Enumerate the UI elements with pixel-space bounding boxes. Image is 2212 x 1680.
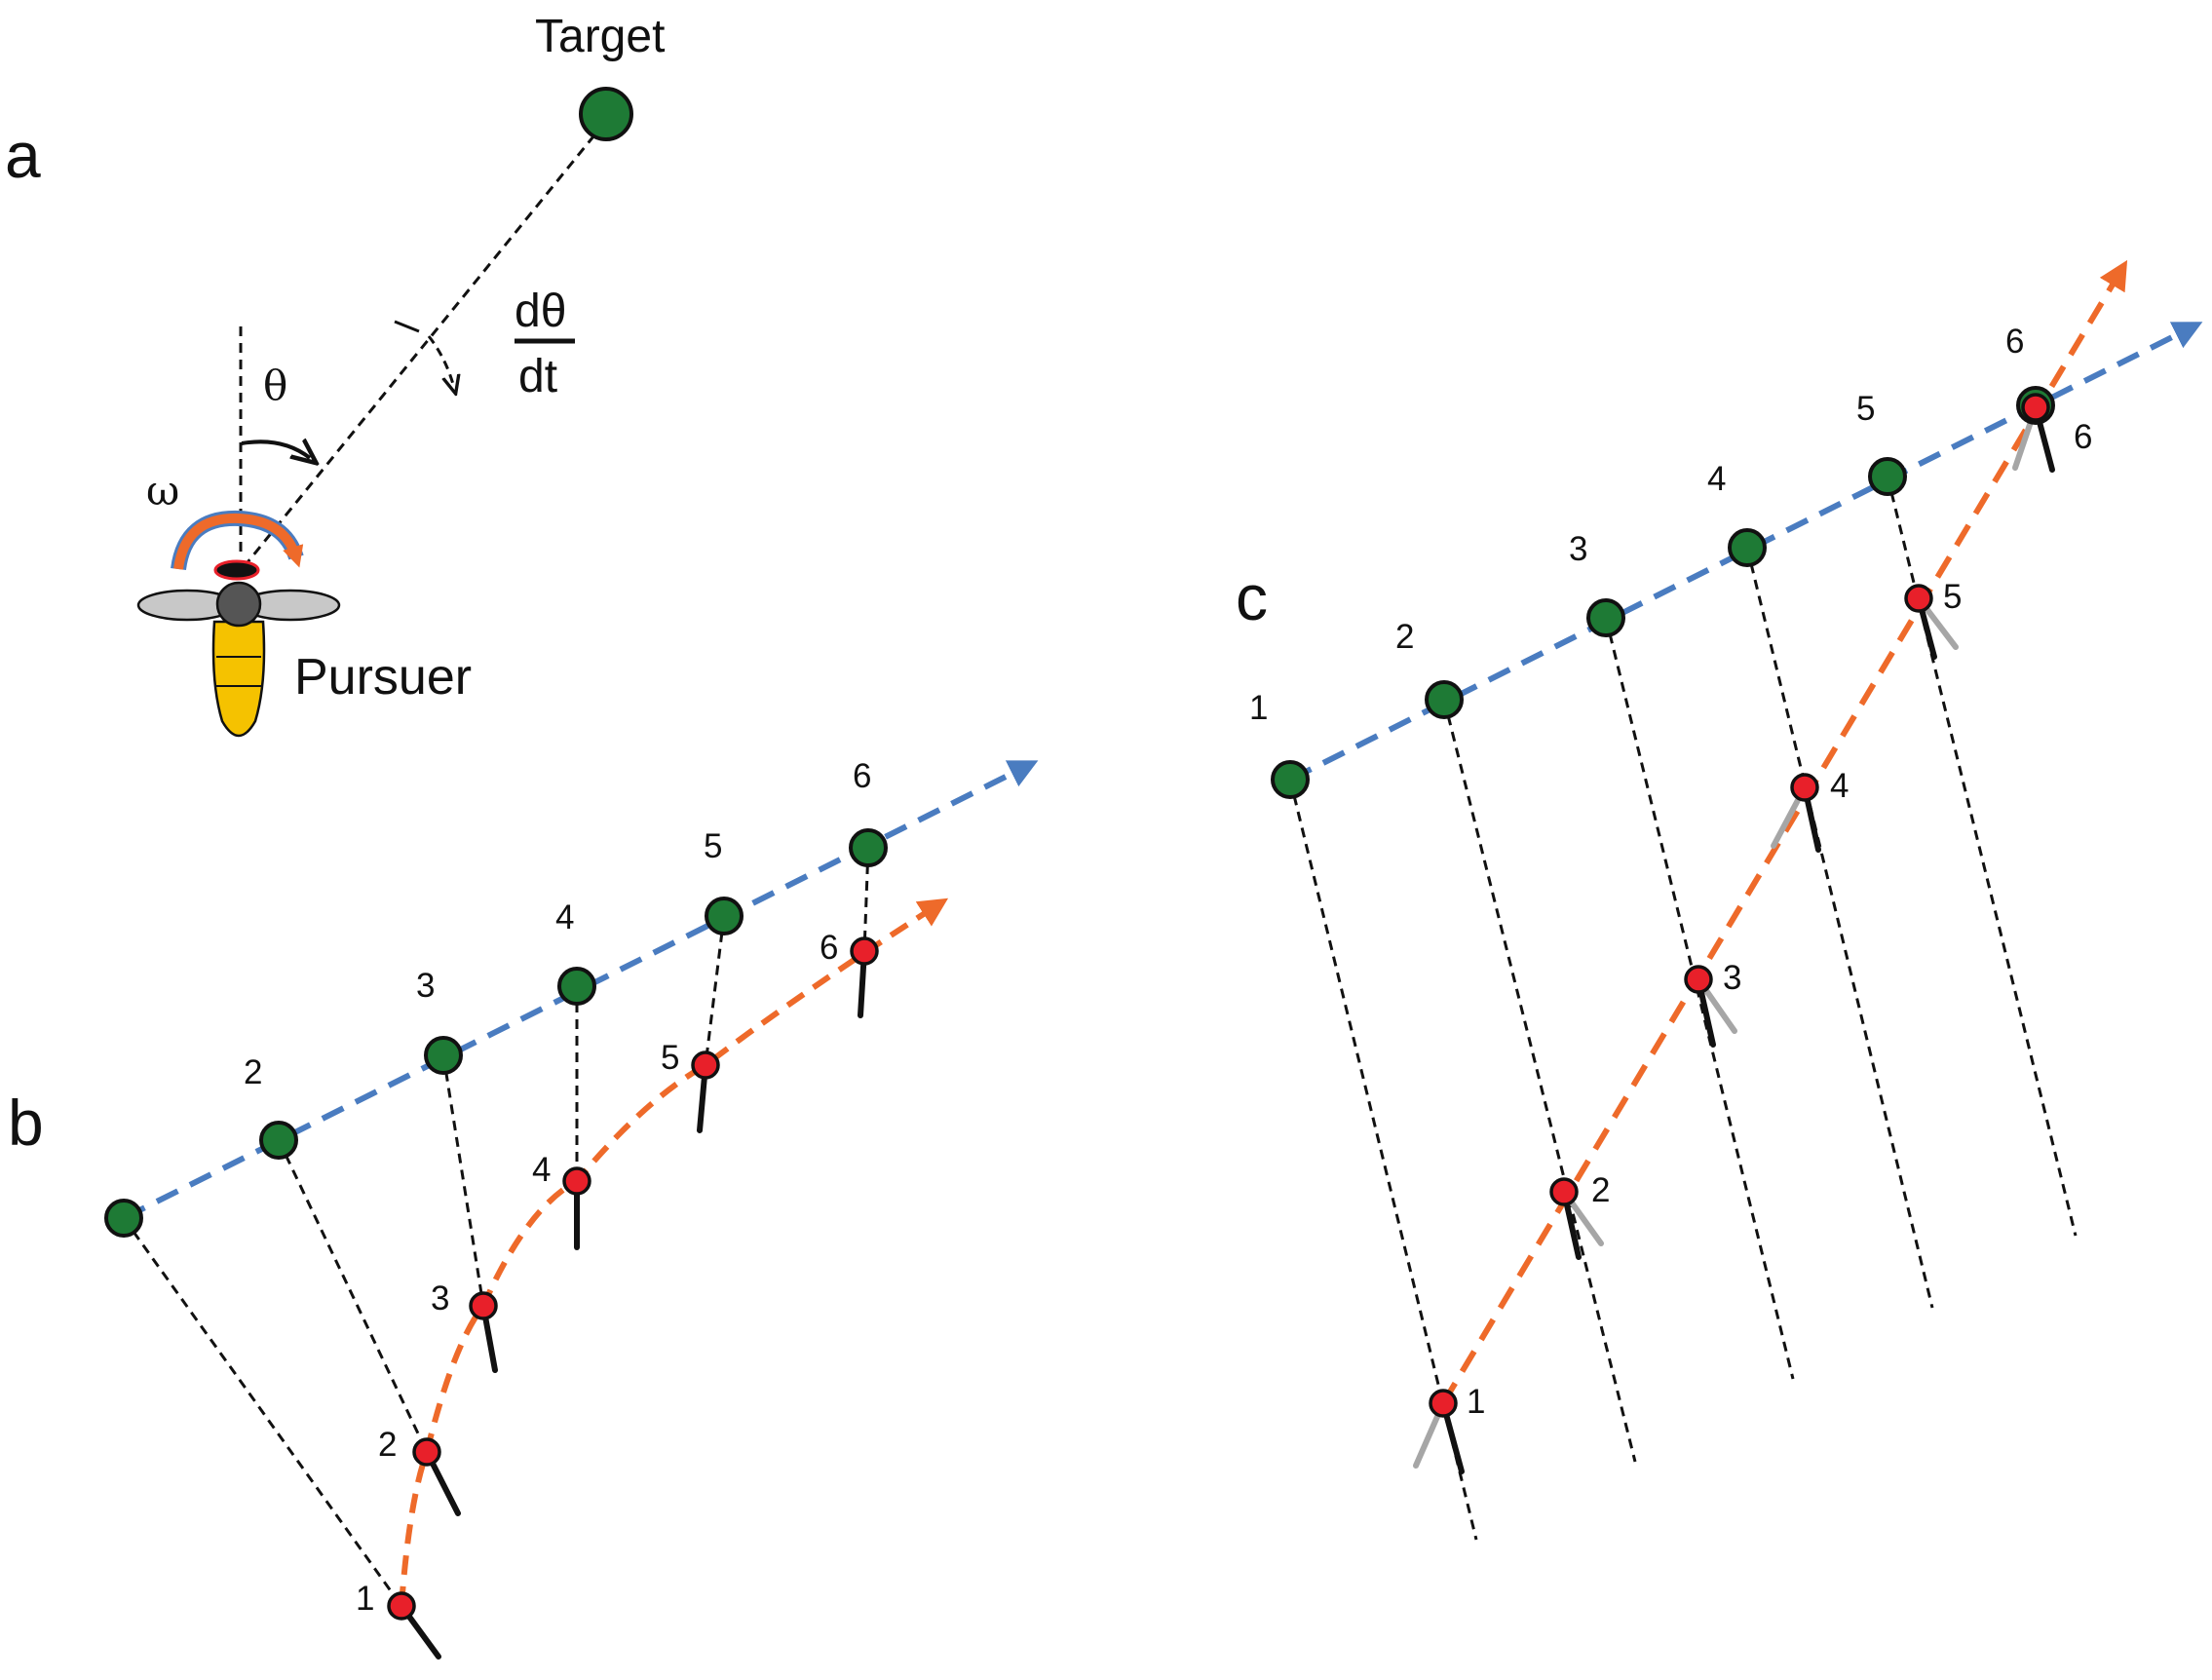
target-step-b-5: 5 [704, 827, 722, 865]
pursuer-b-5 [691, 1050, 720, 1080]
pursuer-step-c-5: 5 [1943, 578, 1962, 616]
pursuer-label: Pursuer [294, 649, 472, 706]
pursuer-c-4 [1790, 773, 1819, 802]
pursuer-b-6 [850, 936, 879, 966]
panel-b-target-markers [104, 828, 888, 1238]
panel-a-label: a [5, 119, 41, 191]
panel-c-pursuer-markers [1429, 393, 2050, 1418]
pursuer-c-5 [1904, 584, 1933, 613]
previous-sight-tick [394, 320, 420, 333]
target-c-3 [1586, 598, 1625, 637]
target-step-c-5: 5 [1856, 390, 1875, 428]
target-c-2 [1425, 680, 1464, 719]
panel-c-label: c [1236, 561, 1268, 633]
target-b-5 [705, 897, 744, 935]
pursuer-b-1 [387, 1591, 416, 1621]
target-b-6 [849, 828, 888, 867]
pursuer-step-c-6: 6 [2074, 418, 2092, 456]
panel-b-label: b [8, 1087, 44, 1159]
pursuer-step-b-6: 6 [820, 929, 838, 967]
pursuer-path-b [399, 897, 949, 1607]
target-c-1 [1271, 760, 1310, 799]
target-step-b-6: 6 [853, 757, 871, 795]
target-step-c-6: 6 [2005, 323, 2024, 361]
target-step-c-3: 3 [1569, 530, 1587, 568]
rate-denominator: dt [518, 351, 557, 402]
pursuer-b-3 [469, 1291, 498, 1320]
panel-b-sight-lines [122, 847, 870, 1607]
pursuer-bee-icon [136, 559, 341, 738]
omega-rotation-arrow-fill [173, 513, 304, 570]
panel-a: a θ dθ dt Target ω Pursu [5, 11, 665, 738]
bee-thorax [215, 581, 262, 628]
pursuer-c-1 [1429, 1389, 1458, 1418]
pursuer-c-6 [2021, 393, 2050, 422]
sight-line-c-5 [1886, 476, 2078, 1237]
theta-symbol: θ [263, 362, 287, 409]
target-b-2 [259, 1121, 298, 1160]
pursuer-path-c [1440, 259, 2128, 1405]
target-c-5 [1868, 457, 1907, 496]
pursuer-step-c-1: 1 [1467, 1383, 1485, 1421]
pursuer-step-c-2: 2 [1591, 1171, 1610, 1209]
target-marker [579, 87, 633, 141]
rate-numerator: dθ [515, 286, 566, 337]
target-step-c-2: 2 [1395, 618, 1414, 656]
bee-abdomen [211, 620, 266, 738]
target-step-b-3: 3 [416, 967, 435, 1005]
sight-rotation-arrow [427, 335, 454, 388]
pursuer-b-2 [412, 1437, 441, 1467]
pursuer-step-b-1: 1 [356, 1580, 374, 1618]
target-label: Target [535, 11, 665, 62]
pursuer-step-c-3: 3 [1723, 959, 1741, 997]
sight-line-b-1 [122, 1217, 403, 1607]
target-step-c-1: 1 [1249, 689, 1268, 727]
pursuer-step-c-4: 4 [1830, 767, 1849, 805]
pursuer-step-b-4: 4 [532, 1151, 551, 1189]
line-of-sight [242, 120, 608, 568]
target-b-3 [424, 1036, 463, 1075]
panel-c: c [1236, 259, 2203, 1541]
sight-line-c-3 [1604, 617, 1795, 1380]
theta-arrow [241, 441, 310, 458]
pursuer-c-2 [1549, 1177, 1579, 1206]
target-step-b-4: 4 [555, 898, 574, 936]
target-b-1 [104, 1199, 143, 1238]
sight-line-c-4 [1745, 547, 1934, 1309]
sight-line-b-5 [704, 915, 726, 1066]
sight-line-b-3 [441, 1054, 485, 1307]
panel-b: b [8, 757, 1039, 1660]
target-b-4 [557, 967, 596, 1006]
sight-line-c-2 [1442, 699, 1637, 1463]
bee-head [213, 559, 260, 581]
pursuer-step-b-2: 2 [378, 1426, 397, 1464]
pursuer-step-b-3: 3 [431, 1279, 449, 1317]
pursuer-b-4 [562, 1166, 591, 1196]
omega-symbol: ω [146, 467, 179, 515]
target-step-c-4: 4 [1707, 460, 1726, 498]
sight-line-b-2 [277, 1139, 429, 1453]
panel-b-pursuer-markers [387, 936, 879, 1621]
target-c-4 [1728, 528, 1767, 567]
pursuer-step-b-5: 5 [661, 1039, 679, 1077]
pursuer-c-3 [1684, 965, 1713, 994]
target-step-b-2: 2 [244, 1053, 262, 1091]
